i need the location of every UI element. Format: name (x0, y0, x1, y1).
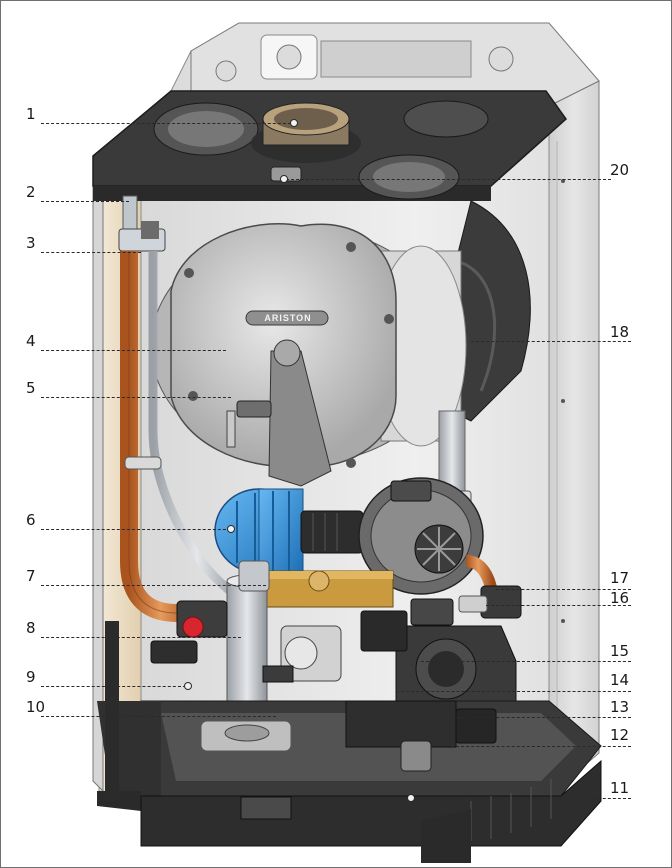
callout-line-7 (41, 585, 266, 586)
callout-line-5 (41, 397, 231, 398)
callout-number-13: 13 (610, 698, 630, 716)
callout-line-2 (41, 201, 129, 202)
callout-line-11 (411, 798, 631, 799)
callout-number-2: 2 (26, 183, 36, 201)
callout-line-4 (41, 350, 226, 351)
callout-line-10 (41, 716, 276, 717)
callout-line-17 (496, 589, 631, 590)
callout-number-12: 12 (610, 726, 630, 744)
callout-line-20 (286, 179, 611, 180)
callout-line-3 (41, 252, 141, 253)
callout-line-8 (41, 637, 241, 638)
callout-number-6: 6 (26, 511, 36, 529)
callout-line-6 (41, 529, 231, 530)
callout-number-1: 1 (26, 105, 36, 123)
callout-line-9 (41, 686, 186, 687)
callout-number-4: 4 (26, 332, 36, 350)
callout-number-9: 9 (26, 668, 36, 686)
callout-line-12 (451, 746, 631, 747)
callout-number-18: 18 (610, 323, 630, 341)
callout-line-18 (471, 341, 631, 342)
callout-number-17: 17 (610, 569, 630, 587)
callout-number-15: 15 (610, 642, 630, 660)
callout-number-20: 20 (610, 161, 630, 179)
callout-line-16 (486, 605, 631, 606)
callout-line-14 (396, 691, 631, 692)
callout-number-5: 5 (26, 379, 36, 397)
callout-number-16: 16 (610, 589, 630, 607)
callout-dot-20 (280, 175, 288, 183)
callout-line-1 (41, 123, 296, 124)
callout-dot-9 (184, 682, 192, 690)
callout-line-15 (421, 661, 631, 662)
callout-number-14: 14 (610, 671, 630, 689)
callout-line-13 (451, 717, 631, 718)
brand-logo-text: ARISTON (264, 313, 312, 323)
callout-number-8: 8 (26, 619, 36, 637)
callout-number-11: 11 (610, 779, 630, 797)
callout-number-10: 10 (26, 698, 46, 716)
callout-dot-6 (227, 525, 235, 533)
callout-dot-1 (290, 119, 298, 127)
callout-number-3: 3 (26, 234, 36, 252)
callout-number-7: 7 (26, 567, 36, 585)
callout-dot-11 (407, 794, 415, 802)
